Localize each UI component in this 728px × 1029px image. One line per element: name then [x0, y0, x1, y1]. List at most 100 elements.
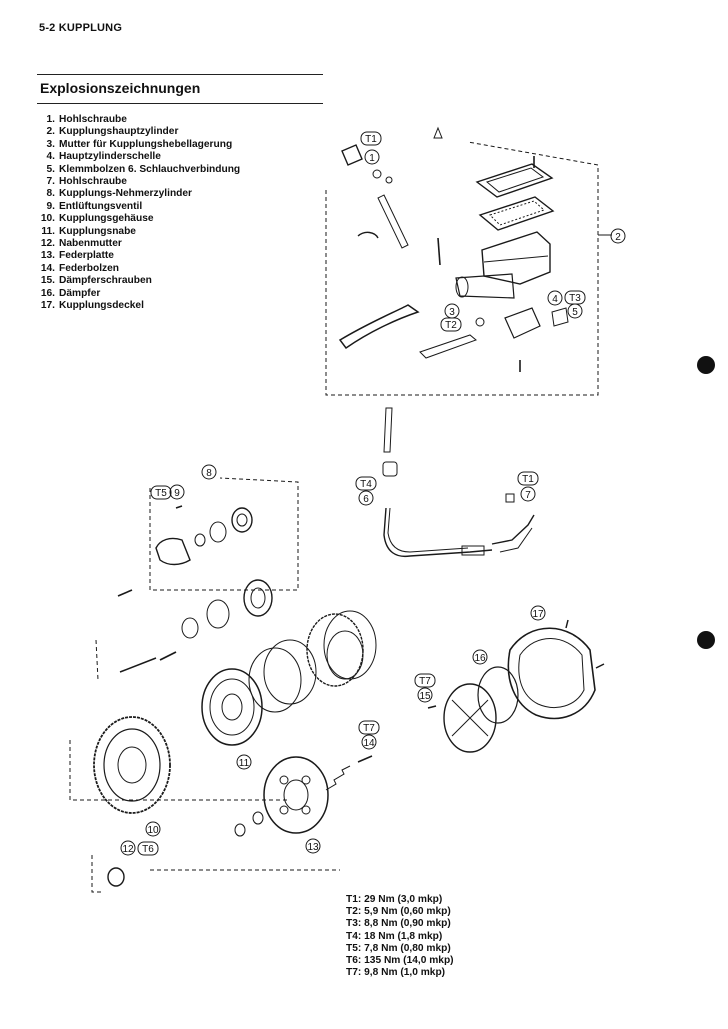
- spring-boss: [301, 775, 311, 785]
- clutch-hose-inner: [499, 527, 533, 553]
- part-item: 12.Nabenmutter: [37, 238, 240, 250]
- punch-hole: [697, 631, 715, 649]
- parts-list: 1.Hohlschraube 2.Kupplungshauptzylinder …: [37, 114, 240, 313]
- steel-plate: [323, 610, 377, 680]
- callout-number: 3: [449, 307, 455, 318]
- torque-label: T7: [363, 723, 375, 734]
- torque-spec: T3: 8,8 Nm (0,90 mkp): [346, 918, 451, 930]
- axis-line: [95, 639, 99, 681]
- part-name: Hohlschraube: [59, 114, 127, 125]
- callout-circle: [305, 838, 321, 854]
- callout-number: 11: [239, 758, 250, 769]
- callout-circle: [520, 486, 536, 502]
- part-item: 2.Kupplungshauptzylinder: [37, 126, 240, 138]
- part-number: 12.: [40, 238, 55, 250]
- spring-plate-center: [283, 779, 309, 811]
- torque-label: T3: [569, 293, 581, 304]
- part-name: Kupplungshauptzylinder: [59, 126, 179, 138]
- part-item: 3.Mutter für Kupplungshebellagerung: [37, 139, 240, 151]
- part-item: 4.Hauptzylinderschelle: [37, 151, 240, 163]
- callout-number: 5: [572, 307, 578, 318]
- part-item: 7.Hohlschraube: [37, 176, 240, 188]
- part-number: 4.: [46, 151, 56, 163]
- steel-plate: [263, 639, 317, 705]
- part-name: Hohlschraube: [59, 176, 127, 188]
- fitting-bolt: [505, 493, 515, 503]
- callout-number: 6: [363, 494, 369, 505]
- part-number: 5.: [46, 163, 56, 175]
- part-item: 8.Kupplungs-Nehmerzylinder: [37, 188, 240, 200]
- damper-plate: [443, 683, 497, 753]
- callout-number: 15: [419, 691, 431, 702]
- callout-number: 10: [147, 825, 159, 836]
- part-name: Kupplungsdeckel: [59, 300, 144, 312]
- spring-boss: [279, 805, 289, 815]
- spring: [194, 533, 206, 547]
- damper-screw: [427, 705, 437, 709]
- washer: [181, 617, 199, 639]
- reservoir-cap: [475, 163, 554, 198]
- part-name: Dämpfer: [59, 287, 101, 299]
- callout-circle: [169, 484, 185, 500]
- part-item: 10.Kupplungsgehäuse: [37, 213, 240, 225]
- clutch-lever: [338, 304, 420, 350]
- part-number: 17.: [40, 300, 55, 312]
- callout-circle: [530, 605, 546, 621]
- frame-outline: [69, 740, 290, 801]
- clutch-housing-center: [117, 746, 147, 784]
- push-rod-end: [159, 651, 177, 661]
- torque-label: T4: [360, 479, 372, 490]
- punch-hole: [697, 356, 715, 374]
- piston-seal: [209, 521, 227, 543]
- bore-ellipse: [455, 276, 469, 298]
- spring-bolt: [357, 755, 373, 763]
- title-rule-top: [37, 74, 323, 75]
- section-title: Explosionszeichnungen: [40, 80, 201, 96]
- plate-inner: [326, 630, 364, 680]
- reservoir-cap-inner: [485, 167, 545, 193]
- slave-cylinder-body: [155, 537, 191, 566]
- callout-number: 13: [307, 842, 319, 853]
- callout-circle: [145, 821, 161, 837]
- torque-spec-list: T1: 29 Nm (3,0 mkp) T2: 5,9 Nm (0,60 mkp…: [346, 894, 454, 979]
- part-number: 7.: [46, 176, 56, 188]
- part-name: Kupplungsgehäuse: [59, 213, 154, 225]
- mounting-bolt: [117, 589, 133, 597]
- circlip: [357, 231, 379, 239]
- callout-number: 16: [474, 653, 486, 664]
- frame-outline: [325, 141, 599, 396]
- callout-circle: [361, 734, 377, 750]
- slave-cylinder-group: [117, 477, 299, 597]
- callout-circle: [201, 464, 217, 480]
- part-name: Hauptzylinderschelle: [59, 151, 161, 163]
- part-item: 11.Kupplungsnabe: [37, 226, 240, 238]
- frame-outline: [149, 477, 299, 591]
- part-item: 13.Federplatte: [37, 250, 240, 262]
- part-number: 3.: [46, 138, 56, 150]
- torque-spec: T2: 5,9 Nm (0,60 mkp): [346, 906, 451, 918]
- clutch-pack-group: [69, 579, 377, 893]
- torque-spec: T1: 29 Nm (3,0 mkp): [346, 894, 443, 905]
- part-item: 14.Federbolzen: [37, 263, 240, 275]
- damper-plate-ribs: [451, 699, 489, 737]
- friction-plate: [248, 647, 302, 713]
- diaphragm-inner: [489, 200, 545, 226]
- torque-callout: [360, 131, 382, 146]
- torque-spec: T7: 9,8 Nm (1,0 mkp): [346, 967, 446, 979]
- cylinder-body: [481, 231, 551, 285]
- part-name: Kupplungs-Nehmerzylinder: [59, 188, 193, 200]
- part-number: 9.: [46, 200, 56, 212]
- arrow-mark: [433, 126, 443, 139]
- part-number: 1.: [46, 114, 56, 125]
- callout-circle: [610, 228, 626, 244]
- clutch-housing-rim: [103, 728, 161, 802]
- torque-callout: [517, 471, 539, 486]
- cover-bolt: [595, 663, 605, 669]
- part-number: 14.: [40, 262, 55, 274]
- torque-callout: [150, 485, 172, 500]
- part-name: Entlüftungsventil: [59, 200, 143, 212]
- hose-fitting: [377, 194, 409, 249]
- hose-sleeve: [461, 545, 485, 556]
- clutch-cover: [507, 627, 596, 720]
- washer: [372, 169, 382, 179]
